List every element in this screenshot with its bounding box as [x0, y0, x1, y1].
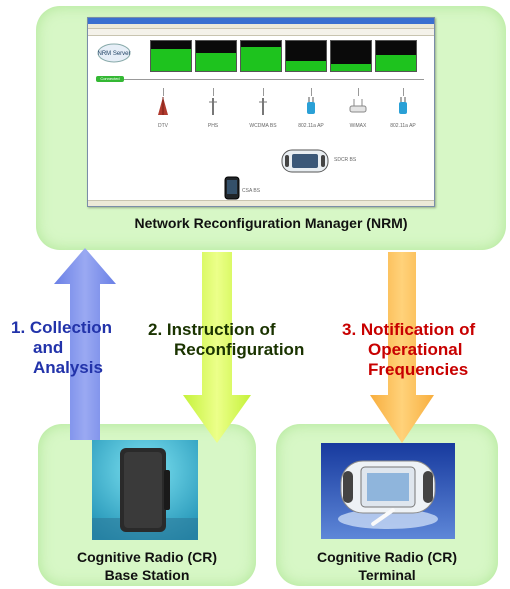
tower-icon — [145, 96, 181, 121]
collection-line-3: Analysis — [33, 358, 103, 377]
collection-line-1: 1. Collection — [11, 318, 113, 337]
nrm-logo-label: NRM Server — [97, 51, 130, 57]
router-icon — [340, 96, 376, 121]
csa-bs-icon — [224, 176, 240, 200]
spectrum-graph-fill — [286, 60, 326, 71]
spectrum-graph-fill — [241, 47, 281, 71]
base-station-caption-line-1: Cognitive Radio (CR) — [77, 549, 217, 565]
notification-arrow-down — [370, 252, 434, 443]
notification-label: 3. Notification of Operational Frequenci… — [342, 320, 475, 380]
spectrum-graph — [240, 40, 282, 72]
device-label: WCDMA BS — [249, 123, 277, 129]
spectrum-graph — [150, 40, 192, 72]
window-toolbar — [88, 29, 434, 36]
cr-base-station-photo — [92, 440, 198, 540]
notification-line-2: Operational — [368, 340, 463, 359]
access-point-icon — [293, 96, 329, 121]
device-item: PHS — [195, 88, 231, 129]
device-label: 802.11a AP — [390, 123, 416, 129]
terminal-caption-line-1: Cognitive Radio (CR) — [317, 549, 457, 565]
spectrum-graph — [285, 40, 327, 72]
terminal-caption-line-2: Terminal — [358, 567, 416, 583]
base-station-caption: Cognitive Radio (CR) Base Station — [38, 548, 256, 584]
nrm-title: Network Reconfiguration Manager (NRM) — [134, 215, 408, 231]
device-connector — [310, 88, 312, 96]
instruction-arrow-down — [183, 252, 251, 443]
device-item: WCDMA BS — [245, 88, 281, 129]
csa-bs-label: CSA BS — [242, 188, 261, 194]
window-menubar — [88, 24, 434, 29]
collection-line-2: and — [33, 338, 64, 357]
nrm-software-screenshot: NRM Server Connected DTV PHS WCDMA BS 802.1… — [87, 17, 435, 207]
spectrum-graph-fill — [196, 53, 236, 71]
nrm-server-logo-icon: NRM Server — [97, 43, 131, 63]
device-label: 802.11a AP — [298, 123, 324, 129]
device-connector — [357, 88, 359, 96]
antenna-icon — [195, 96, 231, 121]
instruction-line-2: Reconfiguration — [174, 340, 305, 359]
instruction-line-1: 2. Instruction of — [148, 320, 276, 339]
device-item: DTV — [145, 88, 181, 129]
access-point-icon — [385, 96, 421, 121]
window-statusbar — [88, 200, 434, 206]
window-titlebar — [88, 18, 434, 24]
collection-label: 1. Collection and Analysis — [11, 318, 112, 378]
spectrum-graph — [330, 40, 372, 72]
spectrum-graph-fill — [331, 63, 371, 71]
network-bus-line — [124, 79, 424, 80]
device-connector — [262, 88, 264, 96]
collection-arrow-up — [54, 248, 116, 440]
device-label: PHS — [207, 123, 219, 129]
spectrum-graph-fill — [151, 48, 191, 71]
base-station-caption-line-2: Base Station — [104, 567, 190, 583]
device-connector — [162, 88, 164, 96]
connected-label: Connected — [100, 76, 120, 81]
device-connector — [212, 88, 214, 96]
notification-line-3: Frequencies — [368, 360, 469, 379]
device-item: 802.11a AP — [385, 88, 421, 129]
connected-badge: Connected — [96, 76, 124, 82]
spectrum-graph — [375, 40, 417, 72]
device-connector — [402, 88, 404, 96]
device-item: 802.11a AP — [293, 88, 329, 129]
spectrum-graph-fill — [376, 54, 416, 71]
sdcr-bs-label: SDCR BS — [334, 157, 357, 163]
device-label: DTV — [158, 123, 168, 129]
device-item: WiMAX — [340, 88, 376, 129]
instruction-label: 2. Instruction of Reconfiguration — [148, 320, 304, 360]
notification-line-1: 3. Notification of — [342, 320, 476, 339]
device-label: WiMAX — [349, 123, 367, 129]
antenna-icon — [245, 96, 281, 121]
sdcr-bs-icon — [281, 149, 329, 173]
spectrum-graphs — [150, 40, 417, 72]
cr-terminal-photo — [321, 443, 455, 539]
terminal-caption: Cognitive Radio (CR) Terminal — [276, 548, 498, 584]
spectrum-graph — [195, 40, 237, 72]
